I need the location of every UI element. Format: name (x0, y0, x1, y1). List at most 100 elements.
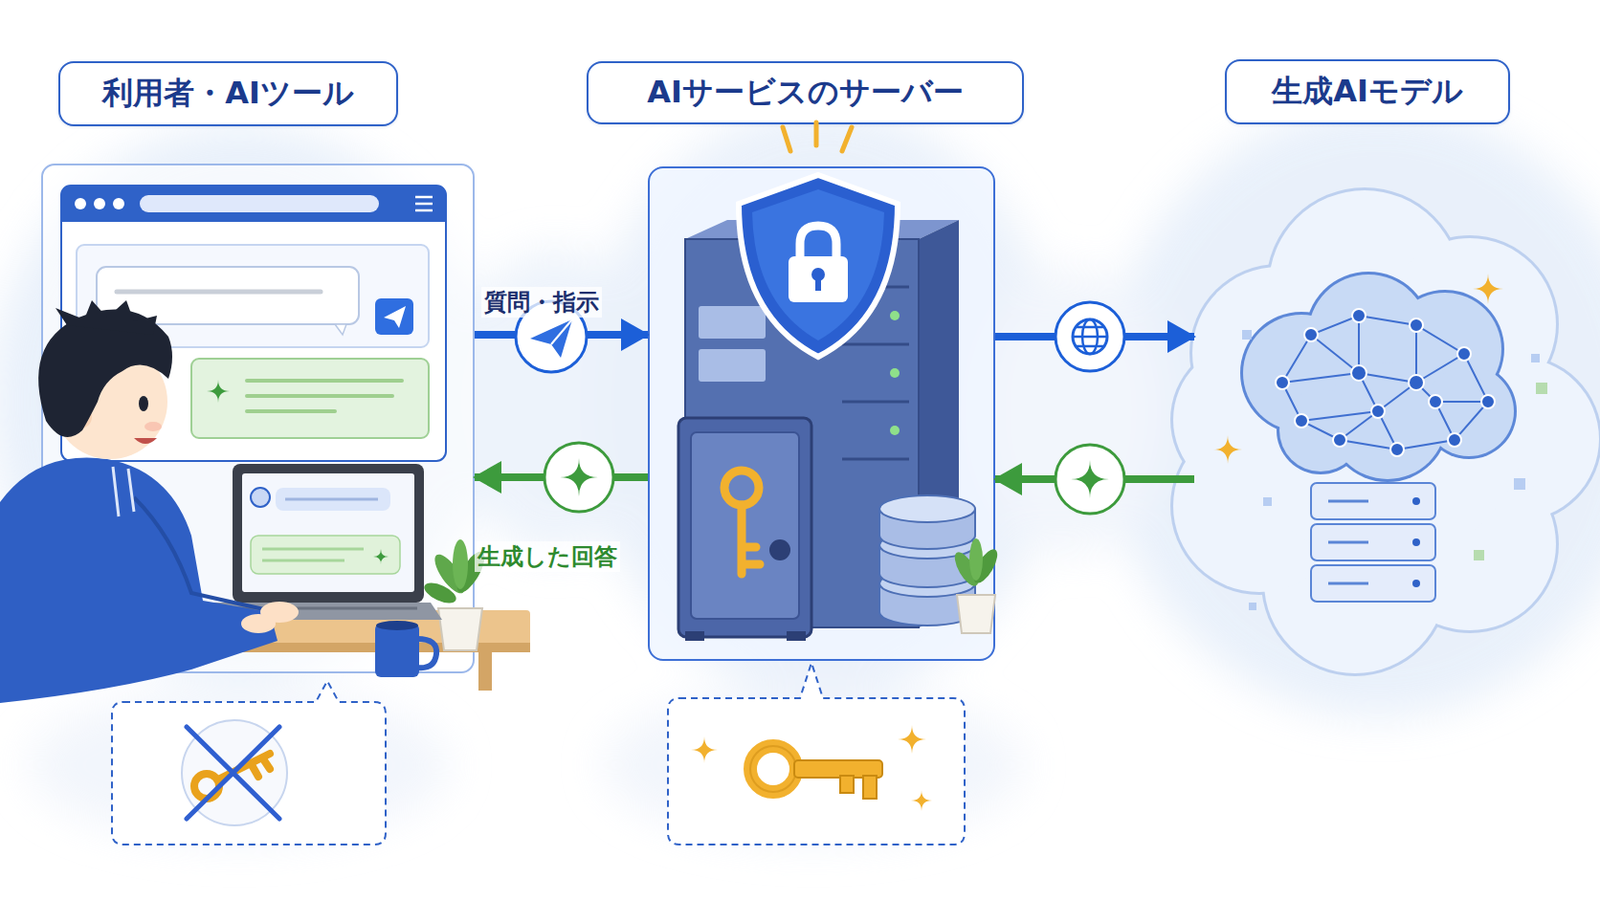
desk (162, 610, 531, 649)
user-person (144, 422, 162, 432)
cloud-fill (1264, 491, 1446, 674)
user-person (68, 405, 92, 429)
laptop (285, 498, 378, 502)
server-panel: AIサービスのサーバー (647, 166, 996, 662)
model-sparkles (1472, 273, 1504, 305)
desk-plant (429, 550, 470, 599)
database (879, 495, 976, 523)
send-icon (530, 319, 573, 358)
browser-window (375, 298, 414, 335)
server-tower (782, 122, 852, 152)
laptop (210, 607, 418, 611)
flow-arrow (995, 333, 1195, 341)
laptop (232, 464, 424, 603)
answer-icon (1070, 460, 1110, 499)
coffee-mug (375, 623, 420, 678)
send-icon (551, 319, 573, 345)
watercolor-wash (28, 688, 450, 843)
key-safe (724, 470, 759, 506)
browser-window (61, 185, 446, 223)
model-sparkles (1248, 602, 1257, 611)
model-server-stack (1412, 497, 1421, 506)
laptop (179, 602, 443, 621)
cloud-fill (1436, 357, 1600, 521)
model-server-stack (1311, 565, 1436, 602)
neural-brain (1243, 274, 1514, 480)
browser-window (61, 185, 446, 462)
key-safe (786, 631, 806, 642)
browser-window (383, 306, 406, 329)
answer-icon (1055, 444, 1125, 514)
answer-icon (544, 443, 614, 512)
key-safe (690, 432, 800, 620)
user-person (112, 466, 134, 517)
browser-window (61, 185, 446, 462)
neural-brain (1481, 395, 1495, 409)
neural-brain (1243, 314, 1360, 432)
cloud-outline (1380, 455, 1559, 634)
browser-window (415, 197, 433, 211)
neural-brain (1390, 443, 1404, 457)
desk-plant (451, 548, 490, 598)
cloud-outline (1236, 273, 1530, 567)
model-server-stack (1311, 483, 1436, 520)
watercolor-wash (0, 124, 489, 680)
laptop (242, 473, 415, 593)
desk-plant (438, 608, 483, 651)
cloud-outline (1266, 187, 1464, 385)
api-key-callout (911, 790, 933, 812)
server-tower (698, 306, 766, 339)
browser-window (246, 380, 402, 412)
database (879, 495, 976, 626)
edge-label: 生成した回答 (474, 541, 621, 573)
user-person (241, 614, 276, 634)
database (879, 509, 976, 550)
user-person (138, 396, 149, 412)
database (879, 570, 976, 598)
user-person (260, 601, 299, 623)
no-key-callout (111, 681, 386, 845)
no-key-callout (186, 727, 280, 820)
key-safe (741, 505, 760, 575)
database (879, 583, 976, 626)
neural-brain (1305, 271, 1432, 399)
model-sparkles (1213, 273, 1548, 611)
api-key-callout (690, 736, 718, 764)
neural-brain (1423, 366, 1514, 457)
server-tower (685, 220, 959, 240)
database (879, 532, 976, 559)
neural-brain (1326, 359, 1449, 483)
user-person (133, 438, 157, 445)
cloud-fill (1173, 190, 1600, 674)
browser-window (116, 289, 321, 295)
security-shield (752, 189, 885, 341)
cloud-fill (1239, 276, 1527, 564)
laptop (179, 464, 443, 621)
cloud-fill (1173, 343, 1327, 497)
browser-window (76, 244, 429, 348)
model-server-stack (1412, 538, 1421, 547)
neural-brain (1447, 433, 1462, 447)
server-tower (889, 311, 900, 321)
server-tower (889, 368, 900, 378)
laptop (250, 535, 400, 575)
neural-brain (1275, 309, 1495, 457)
database (879, 545, 976, 588)
key-safe (678, 418, 812, 642)
watercolor-wash (602, 688, 1024, 843)
watercolor-wash (0, 105, 1600, 843)
watercolor-wash (1100, 105, 1600, 718)
coffee-mug (375, 621, 437, 678)
cloud-fill (1173, 420, 1346, 593)
server-plant (950, 549, 983, 591)
neural-brain (1304, 328, 1318, 342)
cloud-outline (1170, 187, 1600, 677)
coffee-mug (376, 621, 419, 631)
model-sparkles (1473, 550, 1485, 561)
edge-label: 質問・指示 (481, 287, 602, 318)
